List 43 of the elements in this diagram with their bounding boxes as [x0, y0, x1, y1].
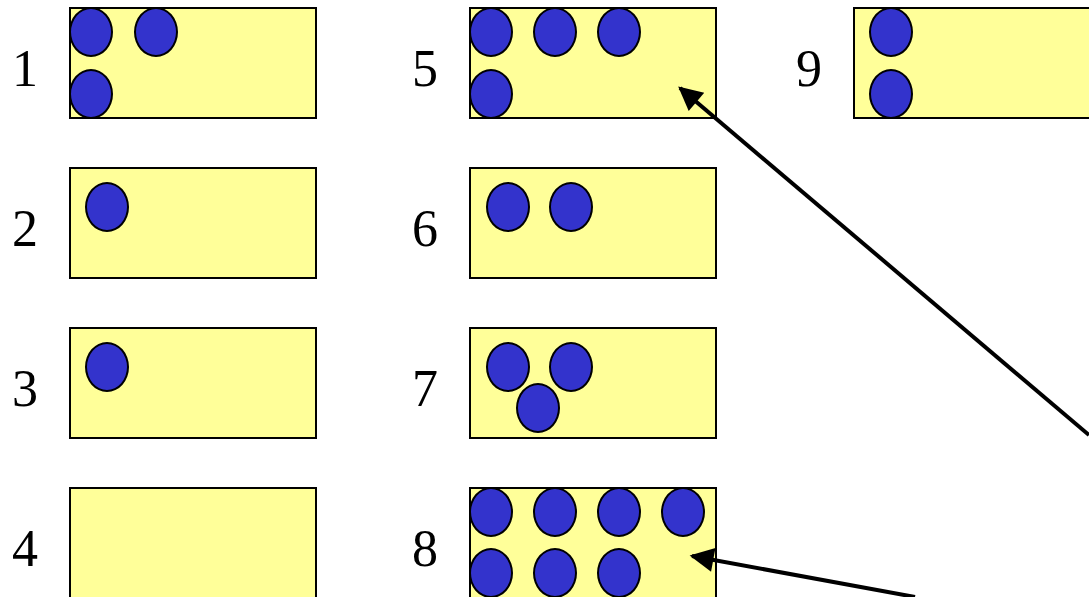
- dot: [533, 548, 577, 597]
- dot: [549, 182, 593, 232]
- dot: [661, 487, 705, 537]
- panel-number: 8: [411, 523, 439, 575]
- panel-box: [469, 167, 717, 279]
- dot: [869, 69, 913, 119]
- dot: [516, 383, 560, 433]
- dot: [469, 69, 513, 119]
- panel-number: 6: [411, 203, 439, 255]
- dot: [85, 182, 129, 232]
- dot: [469, 487, 513, 537]
- panel-number: 9: [795, 43, 823, 95]
- panel-box: [469, 487, 717, 597]
- dot: [533, 7, 577, 57]
- panel-box: [469, 7, 717, 119]
- dot: [134, 7, 178, 57]
- dot: [469, 7, 513, 57]
- dot: [597, 7, 641, 57]
- panel-number: 3: [11, 363, 39, 415]
- dot: [469, 548, 513, 597]
- dot: [869, 7, 913, 57]
- panel-box: [69, 327, 317, 439]
- panel-box: [853, 7, 1089, 119]
- dot: [597, 487, 641, 537]
- panel-number: 2: [11, 203, 39, 255]
- panel-box: [469, 327, 717, 439]
- dot: [486, 342, 530, 392]
- dot: [85, 342, 129, 392]
- panel-number: 1: [11, 43, 39, 95]
- panel-box: [69, 487, 317, 597]
- arrow: [689, 548, 916, 597]
- dot: [597, 548, 641, 597]
- dot: [549, 342, 593, 392]
- panel-box: [69, 167, 317, 279]
- panel-number: 4: [11, 523, 39, 575]
- panel-box: [69, 7, 317, 119]
- panel-number: 7: [411, 363, 439, 415]
- dot: [69, 69, 113, 119]
- panel-number: 5: [411, 43, 439, 95]
- dot: [533, 487, 577, 537]
- arrow: [678, 86, 1089, 437]
- dot: [69, 7, 113, 57]
- dot: [486, 182, 530, 232]
